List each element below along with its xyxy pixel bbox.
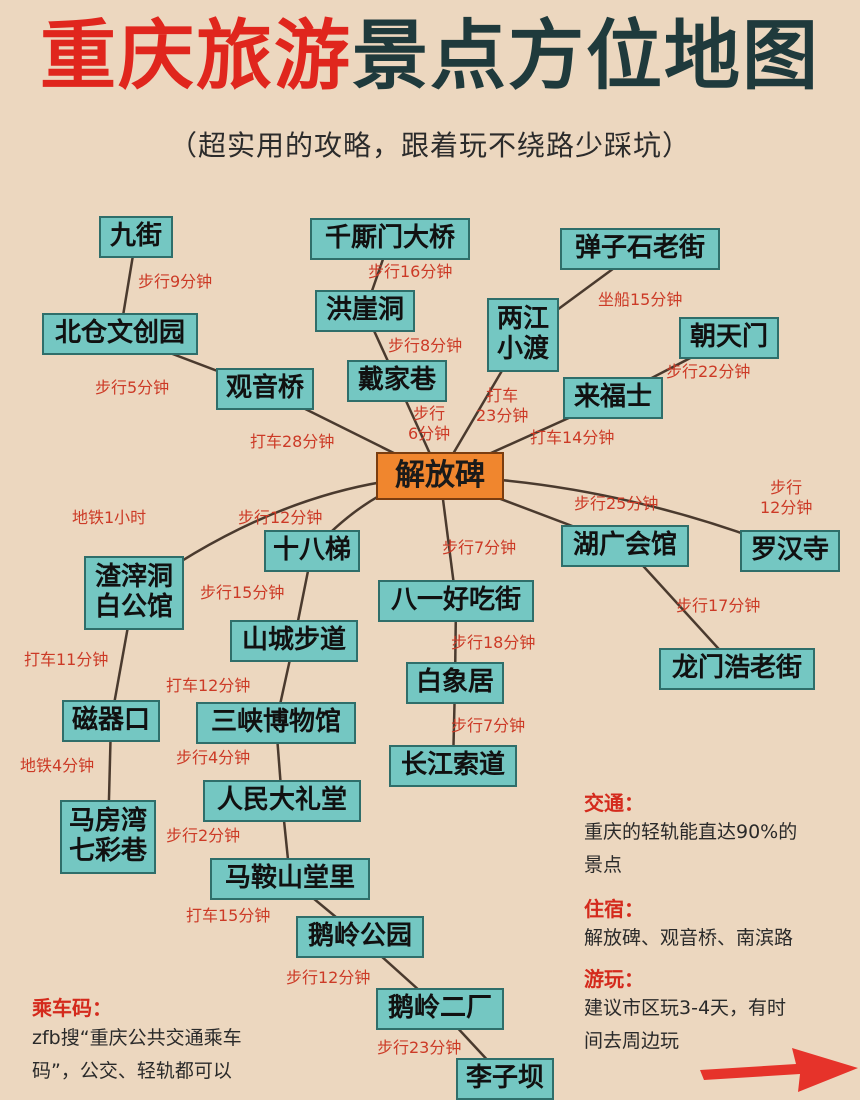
node-liziba: 李子坝 — [456, 1058, 554, 1100]
play-title: 游玩： — [584, 967, 644, 991]
node-changjiang: 长江索道 — [389, 745, 517, 787]
node-daijiaxiang: 戴家巷 — [347, 360, 447, 402]
node-guanyinqiao: 观音桥 — [216, 368, 314, 410]
node-jiujie: 九街 — [99, 216, 173, 258]
node-eling: 鹅岭公园 — [296, 916, 424, 958]
route-label: 步行22分钟 — [666, 362, 751, 381]
route-label: 步行16分钟 — [368, 262, 453, 281]
route-label: 打车14分钟 — [530, 428, 615, 447]
page-title: 重庆旅游景点方位地图 — [0, 18, 860, 94]
ticket-title: 乘车码： — [32, 996, 112, 1020]
stay-title: 住宿： — [584, 897, 644, 921]
node-qiansimen: 千厮门大桥 — [310, 218, 470, 260]
route-label: 打车11分钟 — [24, 650, 109, 669]
node-hongyadong: 洪崖洞 — [315, 290, 415, 332]
route-label: 步行25分钟 — [574, 494, 659, 513]
node-sanxia: 三峡博物馆 — [196, 702, 356, 744]
node-beicang: 北仓文创园 — [42, 313, 198, 355]
node-luohansi: 罗汉寺 — [740, 530, 840, 572]
node-baixiangju: 白象居 — [406, 662, 504, 704]
route-label: 打车15分钟 — [186, 906, 271, 925]
node-shibati: 十八梯 — [264, 530, 360, 572]
title-red: 重庆旅游 — [40, 11, 352, 100]
traffic-title: 交通： — [584, 791, 644, 815]
node-maanshan: 马鞍山堂里 — [210, 858, 370, 900]
route-label: 步行 12分钟 — [760, 478, 813, 517]
route-label: 步行23分钟 — [377, 1038, 462, 1057]
route-label: 步行18分钟 — [451, 633, 536, 652]
route-label: 步行15分钟 — [200, 583, 285, 602]
route-label: 步行17分钟 — [676, 596, 761, 615]
node-danzishi: 弹子石老街 — [560, 228, 720, 270]
node-huguang: 湖广会馆 — [561, 525, 689, 567]
route-label: 步行7分钟 — [442, 538, 517, 557]
route-label: 地铁4分钟 — [20, 756, 95, 775]
node-chaotianmen: 朝天门 — [679, 317, 779, 359]
node-mafangwan: 马房湾 七彩巷 — [60, 800, 156, 874]
arrow-right-icon — [700, 1048, 858, 1092]
node-liangjiang: 两江 小渡 — [487, 298, 559, 372]
route-label: 步行7分钟 — [451, 716, 526, 735]
play-text: 建议市区玩3-4天，有时 间去周边玩 — [584, 997, 787, 1053]
title-dark: 景点方位地图 — [352, 11, 820, 100]
node-laifushi: 来福士 — [563, 377, 663, 419]
route-label: 步行 6分钟 — [408, 404, 451, 443]
node-shancheng: 山城步道 — [230, 620, 358, 662]
route-label: 步行12分钟 — [286, 968, 371, 987]
route-label: 步行8分钟 — [388, 336, 463, 355]
node-elingerchang: 鹅岭二厂 — [376, 988, 504, 1030]
route-label: 打车12分钟 — [166, 676, 251, 695]
route-label: 坐船15分钟 — [598, 290, 683, 309]
traffic-text: 重庆的轻轨能直达90%的 景点 — [584, 821, 798, 877]
route-label: 步行2分钟 — [166, 826, 241, 845]
route-label: 地铁1小时 — [72, 508, 147, 527]
node-longmenhao: 龙门浩老街 — [659, 648, 815, 690]
ticket-text: zfb搜“重庆公共交通乘车 码”，公交、轻轨都可以 — [32, 1027, 242, 1083]
route-label: 步行12分钟 — [238, 508, 323, 527]
node-zhazidong: 渣滓洞 白公馆 — [84, 556, 184, 630]
node-jiefangbei: 解放碑 — [376, 452, 504, 500]
route-label: 步行9分钟 — [138, 272, 213, 291]
route-label: 步行5分钟 — [95, 378, 170, 397]
node-bayi: 八一好吃街 — [378, 580, 534, 622]
route-label: 打车 23分钟 — [476, 386, 529, 425]
node-ciqikou: 磁器口 — [62, 700, 160, 742]
subtitle: （超实用的攻略，跟着玩不绕路少踩坑） — [168, 129, 691, 162]
node-renmin: 人民大礼堂 — [203, 780, 361, 822]
stay-text: 解放碑、观音桥、南滨路 — [584, 927, 794, 949]
route-label: 步行4分钟 — [176, 748, 251, 767]
route-label: 打车28分钟 — [250, 432, 335, 451]
